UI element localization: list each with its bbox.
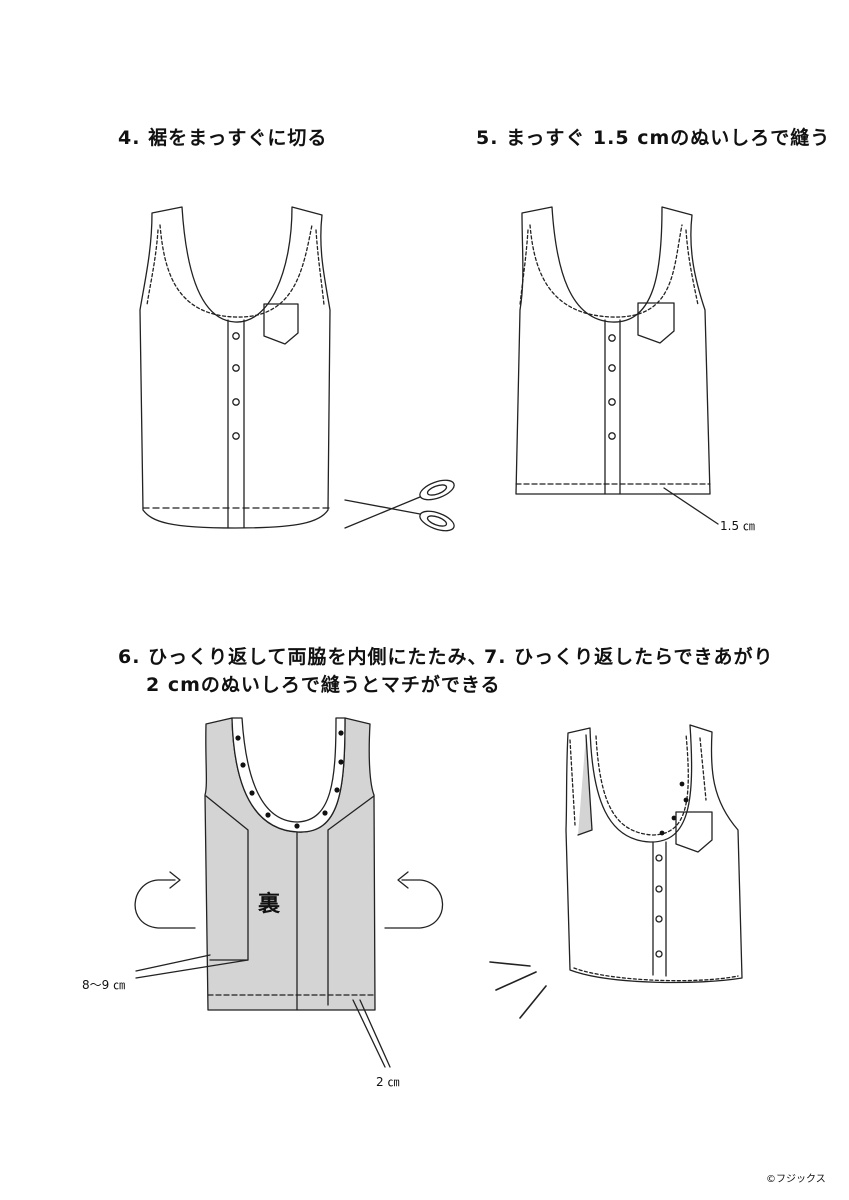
copyright-credit: ©フジックス [766,1174,826,1185]
step7-finished-bag [565,724,743,984]
polka-dots [659,781,689,836]
fold-width-label: 8～9 ㎝ [82,978,126,992]
fold-arrow-left-icon [134,871,196,929]
step5-tanktop [515,206,719,525]
leader-line [663,487,719,525]
step4-title: 4. 裾をまっすぐに切る [118,127,328,149]
scissors-icon [344,479,455,532]
step6-title: 6. ひっくり返して両脇を内側にたたみ、 [118,646,488,668]
step5-title: 5. まっすぐ 1.5 cmのぬいしろで縫う [476,127,831,149]
inside-mark: 裏 [258,892,281,917]
pocket [637,302,675,344]
step4-tanktop [139,206,333,529]
polka-dots [235,730,344,829]
step6-title-line2: 2 cmのぬいしろで縫うとマチができる [146,674,501,696]
pocket [675,811,713,853]
fold-arrow-right-icon [384,871,444,929]
step7-title: 7. ひっくり返したらできあがり [484,646,774,668]
step6-bag-inside [135,717,391,1068]
motion-lines-icon [489,961,547,1019]
seam-allowance-label: 1.5 ㎝ [720,519,755,533]
seam-allowance-label: 2 ㎝ [376,1075,400,1089]
button [232,332,240,440]
pocket [263,303,299,345]
